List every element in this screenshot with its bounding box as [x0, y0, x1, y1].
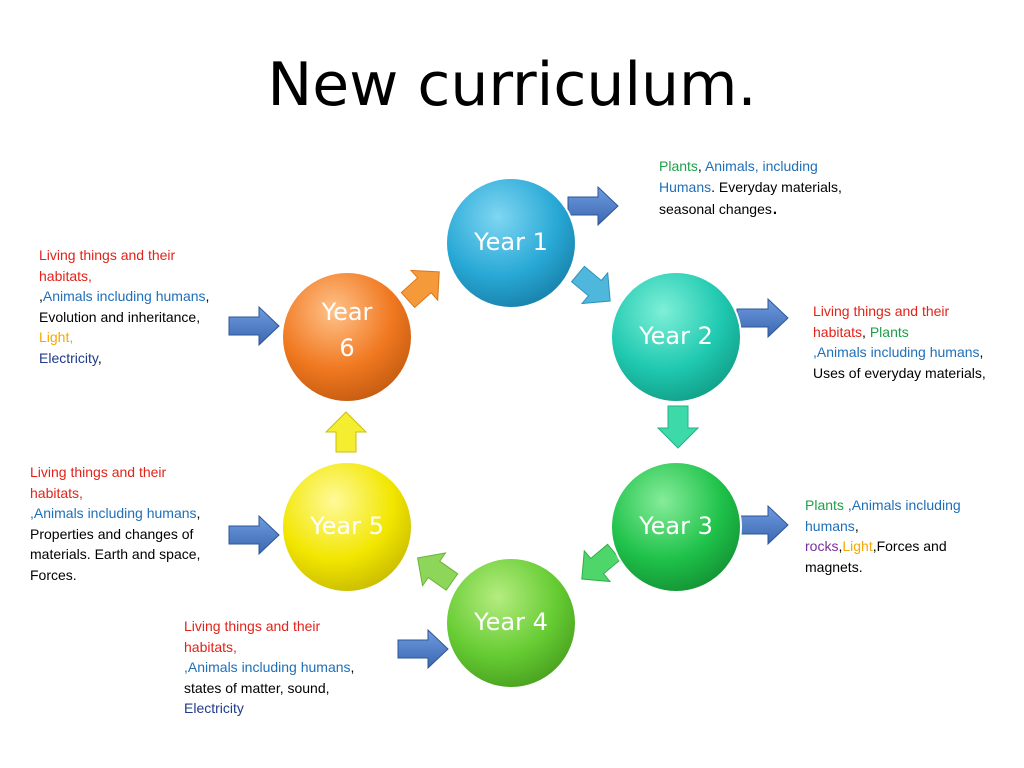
- year2-comma: ,: [862, 323, 870, 340]
- year6-label: Year 6: [282, 294, 412, 366]
- year4-topics: Living things and their habitats, ,Animal…: [184, 616, 374, 719]
- cycle-arrow-y6-y1: [400, 269, 440, 309]
- year6-rest: , Evolution and inheritance,: [39, 288, 210, 325]
- year1-plants: Plants: [659, 158, 698, 174]
- year4-animals: ,Animals including humans: [184, 659, 351, 675]
- year6-circle: [281, 271, 413, 403]
- year4-electricity: Electricity: [184, 700, 244, 716]
- year3-rocks: rocks: [805, 538, 839, 554]
- blue-arrow-year1: [567, 185, 619, 227]
- year3-circle: [610, 461, 742, 593]
- year3-label: Year 3: [639, 512, 713, 540]
- year3-topics: Plants ,Animals including humans,rocks,L…: [805, 495, 1005, 577]
- cycle-arrow-y3-y4: [581, 543, 622, 583]
- year6-electricity: Electricity: [39, 349, 98, 366]
- year1-comma: ,: [697, 158, 705, 174]
- page-title: New curriculum.: [267, 50, 757, 120]
- cycle-arrow-y5-y6: [324, 411, 368, 453]
- year6-comma0: ,: [39, 288, 43, 304]
- cycle-arrow-y1-y2: [570, 265, 611, 305]
- year6-animals: Animals including humans: [42, 288, 206, 304]
- year2-circle: [610, 271, 742, 403]
- year1-dot: .: [771, 194, 778, 219]
- year3-comma1: ,: [854, 517, 859, 534]
- year1-rest: . Everyday materials, seasonal changes: [659, 178, 842, 218]
- year2-topics: Living things and their habitats, Plants…: [813, 301, 1003, 383]
- year1-animals: Animals, including Humans: [659, 158, 818, 195]
- cycle-arrow-y4-y5: [417, 552, 459, 591]
- year3-animals: ,Animals including humans: [805, 497, 961, 534]
- year3-rest: ,Forces and magnets.: [805, 538, 947, 575]
- year3-plants: Plants: [805, 497, 848, 513]
- year1-label: Year 1: [474, 228, 548, 256]
- year5-label: Year 5: [310, 512, 384, 540]
- year6-label-line1: Year: [321, 298, 373, 326]
- blue-arrow-year3: [737, 504, 789, 546]
- year2-living: Living things and their habitats: [813, 303, 950, 340]
- year6-light: Light,: [39, 329, 74, 345]
- year2-animals: ,Animals including humans: [813, 344, 980, 360]
- year1-circle: [445, 177, 577, 309]
- year4-circle: [445, 557, 577, 689]
- year3-light: Light: [842, 538, 873, 554]
- year6-topics: Living things and their habitats,,Animal…: [39, 245, 214, 368]
- year5-circle: [281, 461, 413, 593]
- blue-arrow-year2: [736, 297, 789, 339]
- year1-topics: Plants, Animals, including Humans. Every…: [659, 156, 844, 220]
- year2-rest: , Uses of everyday materials,: [813, 344, 986, 381]
- year5-animals: ,Animals including humans: [30, 505, 197, 521]
- year4-living: Living things and their habitats,: [184, 618, 321, 655]
- year5-topics: Living things and their habitats, ,Animal…: [30, 462, 210, 585]
- cycle-arrow-y2-y3: [656, 405, 700, 449]
- blue-arrow-year5: [228, 514, 280, 556]
- year5-living: Living things and their habitats,: [30, 464, 167, 501]
- blue-arrow-year4: [397, 628, 449, 670]
- year6-label-line2: 6: [339, 334, 355, 362]
- year4-rest: , states of matter, sound,: [184, 659, 355, 696]
- year6-living: Living things and their habitats,: [39, 247, 176, 284]
- year2-plants: Plants: [869, 323, 909, 340]
- blue-arrow-year6: [228, 305, 280, 347]
- year5-rest: , Properties and changes of materials. E…: [30, 505, 201, 583]
- year3-comma2: ,: [838, 538, 843, 554]
- year4-label: Year 4: [474, 608, 548, 636]
- year2-label: Year 2: [639, 322, 713, 350]
- year6-comma-end: ,: [97, 349, 102, 366]
